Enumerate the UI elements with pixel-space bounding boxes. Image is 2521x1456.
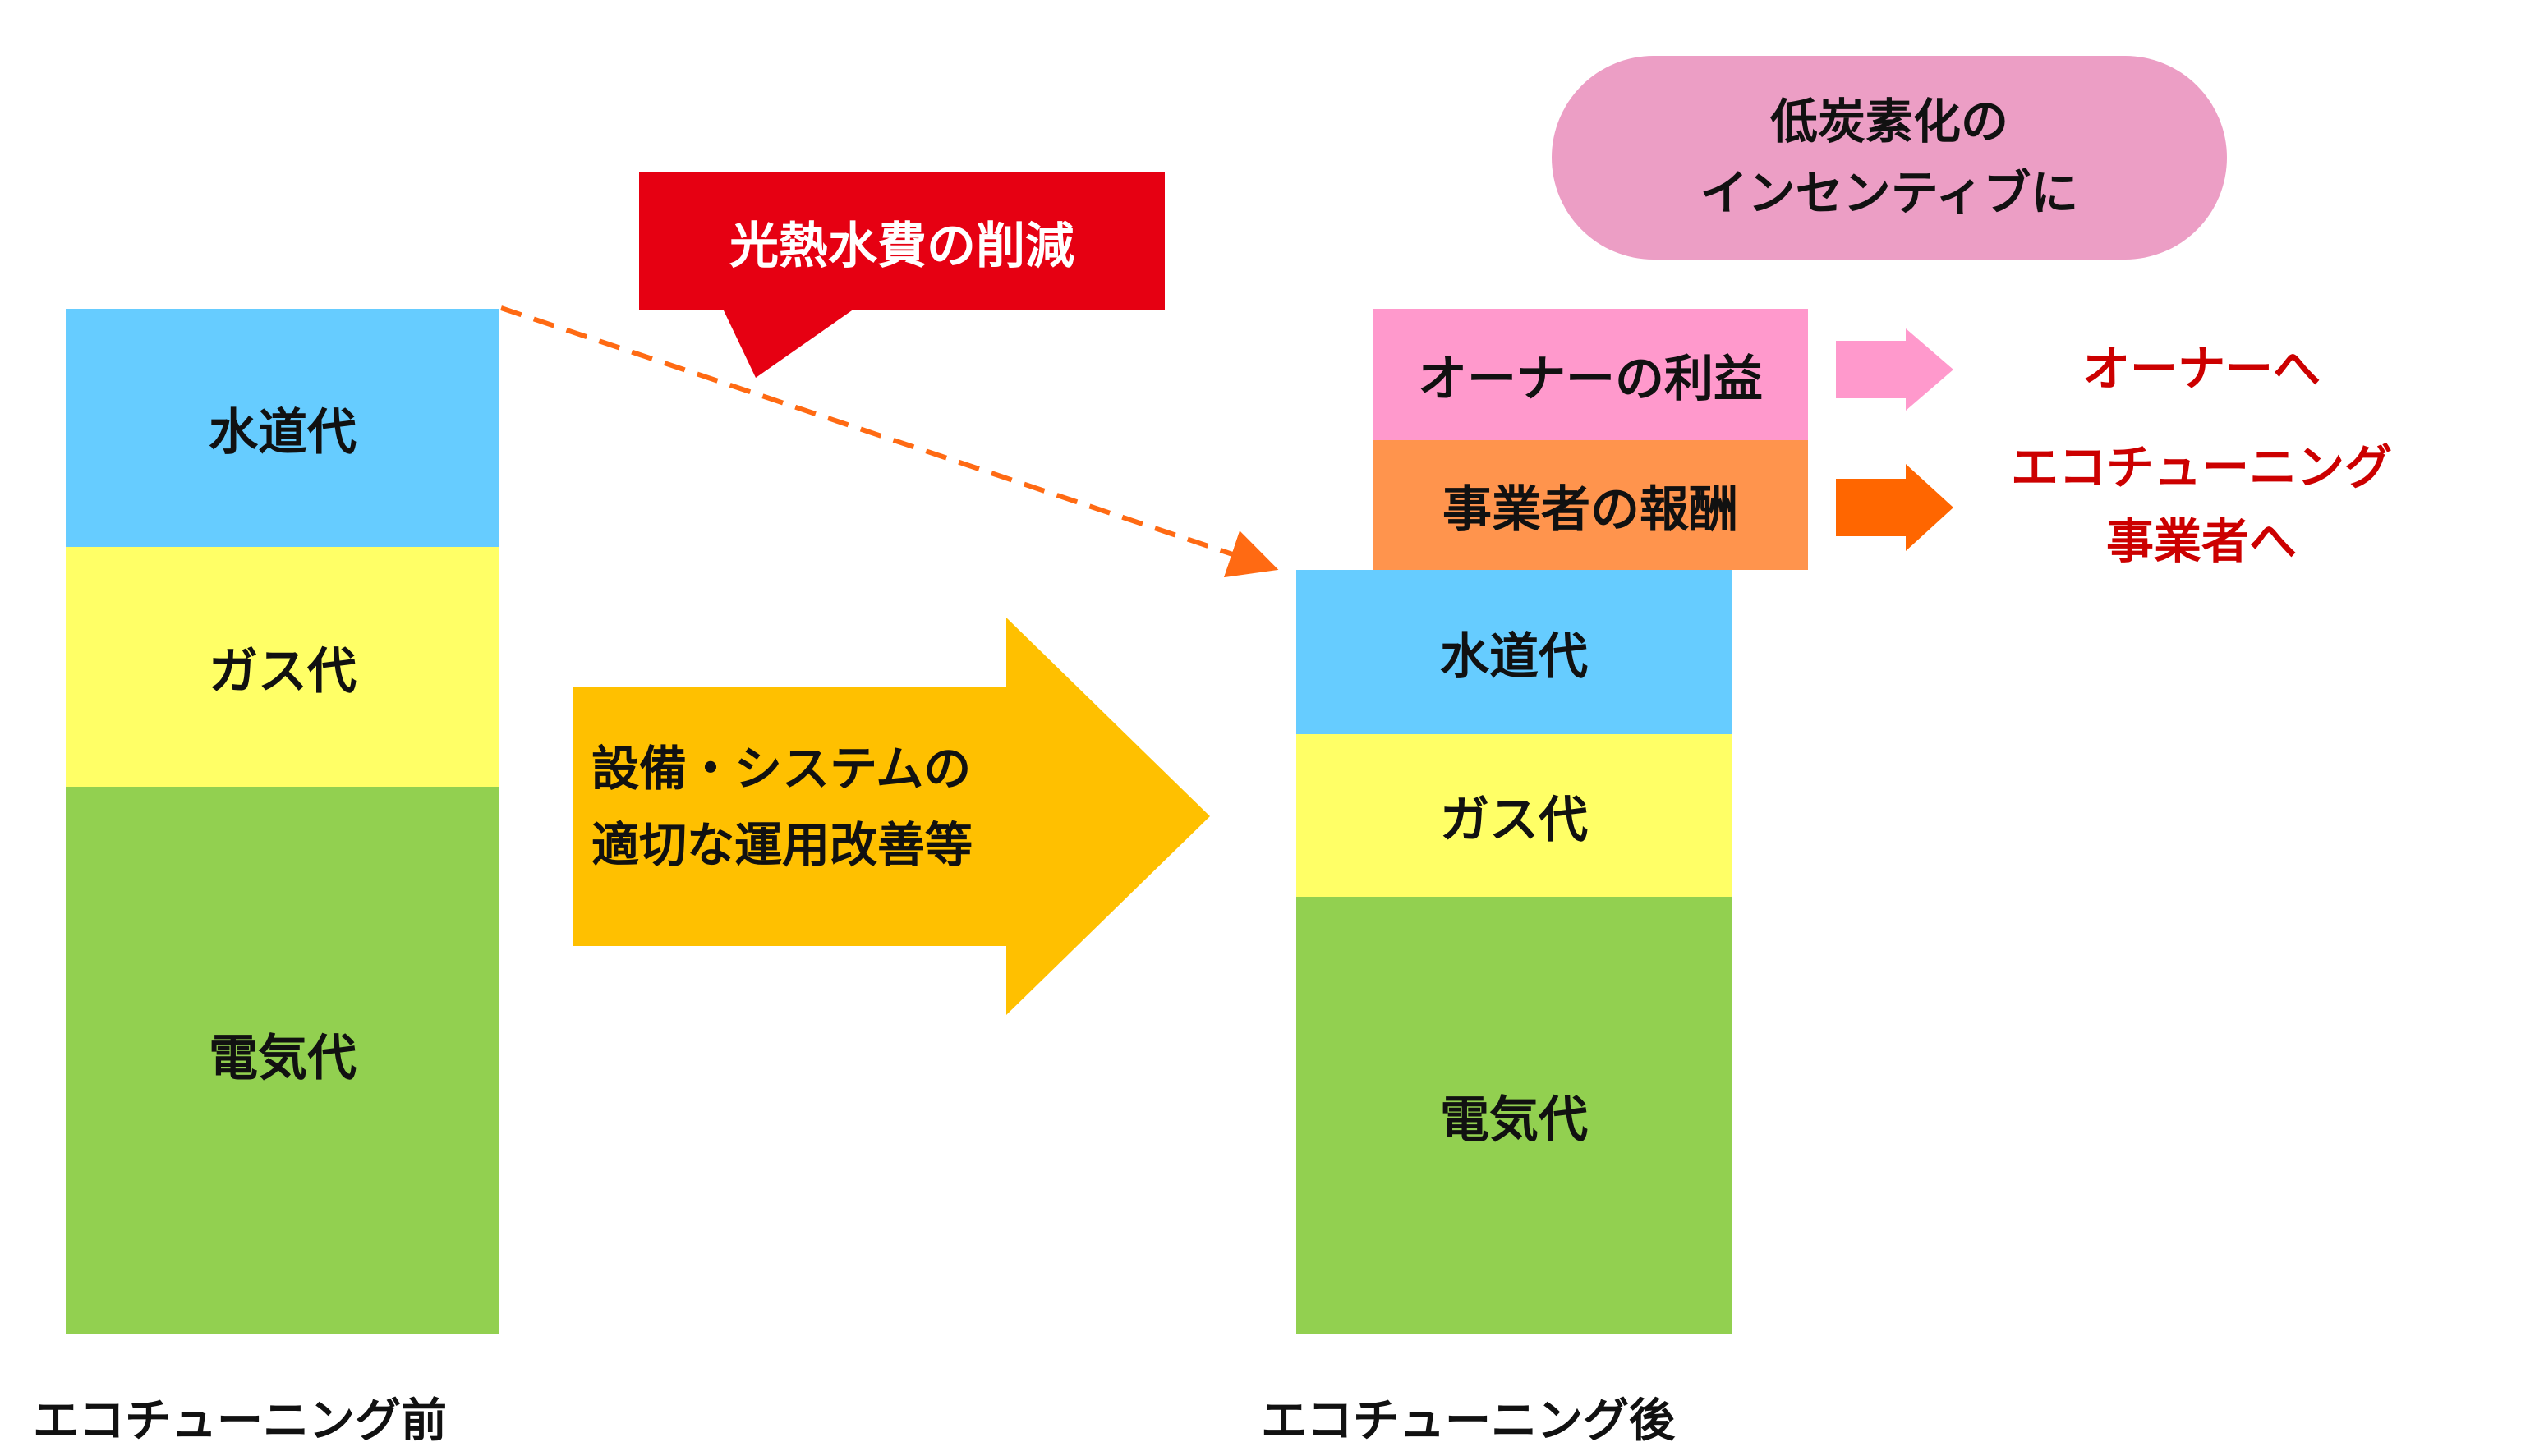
callout-shape (639, 172, 1165, 378)
before-water-segment: 水道代 (66, 309, 499, 547)
after-gas-segment: ガス代 (1296, 734, 1732, 897)
before-electric-segment: 電気代 (66, 787, 499, 1334)
after-bar: 水道代 ガス代 電気代 (1296, 570, 1732, 1334)
big-arrow-shape (573, 618, 1210, 1015)
dest-operator-line1: エコチューニング (2010, 439, 2392, 495)
pill-text: 低炭素化の インセンティブに (1552, 56, 2227, 260)
big-arrow-line1: 設備・システムの (591, 741, 972, 797)
pill-line1: 低炭素化の (1769, 94, 2008, 149)
operator-fee-block: 事業者の報酬 (1373, 440, 1808, 570)
pill-line2: インセンティブに (1700, 165, 2079, 221)
before-bar: 水道代 ガス代 電気代 (66, 309, 499, 1334)
callout-text: 光熱水費の削減 (729, 217, 1074, 275)
after-caption: エコチューニング後 (1261, 1394, 1675, 1448)
before-electric-label: 電気代 (209, 1030, 357, 1087)
after-water-segment: 水道代 (1296, 570, 1732, 734)
after-electric-label: 電気代 (1440, 1091, 1588, 1149)
owner-profit-block: オーナーの利益 (1373, 309, 1808, 440)
arrow-right-icon (1836, 464, 1953, 551)
after-gas-label: ガス代 (1440, 791, 1588, 849)
after-water-label: 水道代 (1440, 627, 1588, 686)
before-gas-segment: ガス代 (66, 547, 499, 787)
operator-fee-label: 事業者の報酬 (1442, 480, 1738, 539)
pill-shape (1552, 56, 2227, 260)
before-caption: エコチューニング前 (33, 1394, 447, 1448)
before-water-label: 水道代 (209, 403, 357, 462)
big-arrow-line2: 適切な運用改善等 (591, 816, 973, 873)
dest-operator-line2: 事業者へ (2105, 512, 2297, 569)
after-electric-segment: 電気代 (1296, 897, 1732, 1334)
before-gas-label: ガス代 (209, 642, 357, 700)
owner-profit-label: オーナーの利益 (1418, 350, 1763, 408)
arrow-right-icon (1836, 328, 1953, 411)
dashed-arrow-icon (500, 305, 1279, 578)
big-arrow-text: 設備・システムの 適切な運用改善等 (591, 731, 1117, 884)
dest-owner: オーナーへ (2082, 341, 2321, 397)
dest-operator: エコチューニング 事業者へ (1955, 431, 2448, 579)
